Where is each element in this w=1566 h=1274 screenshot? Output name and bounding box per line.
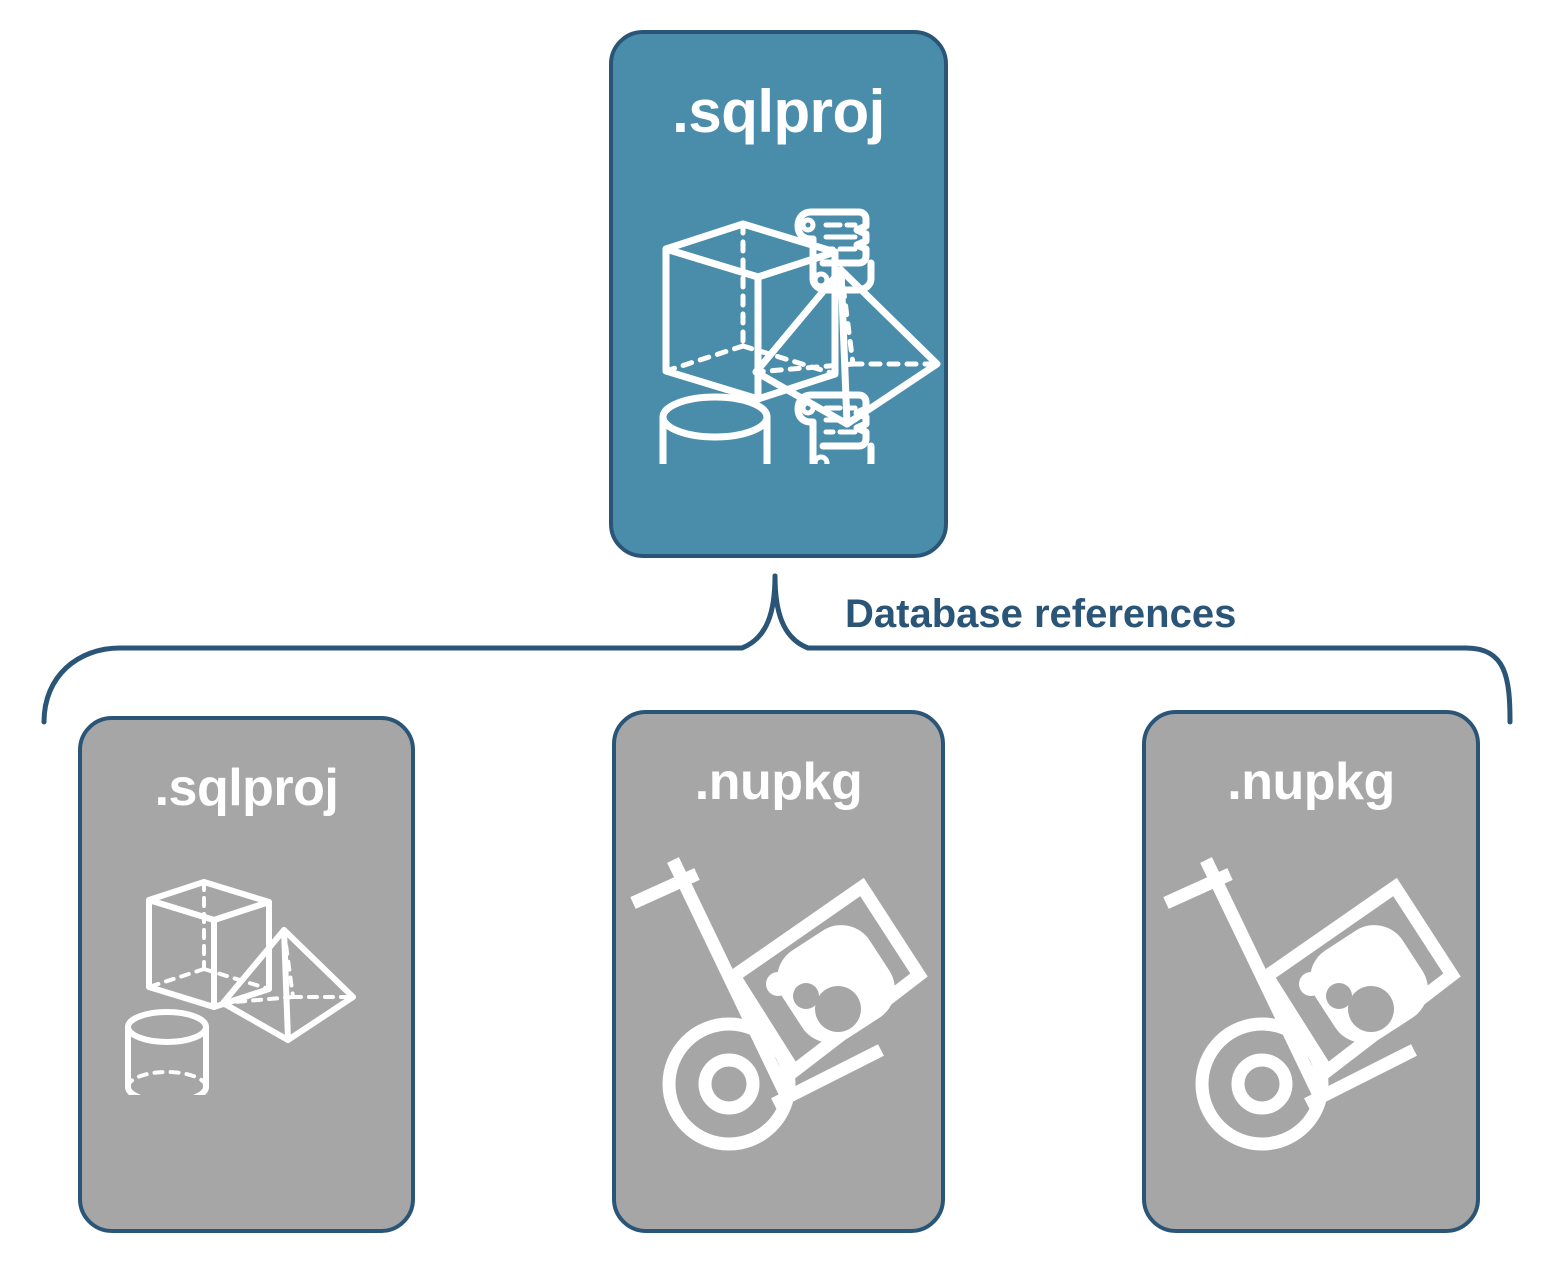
card-child-nupkg-2-artwork xyxy=(1146,844,1476,1164)
card-child-nupkg-1-title: .nupkg xyxy=(694,753,863,811)
card-child-nupkg-1[interactable]: .nupkg xyxy=(612,710,945,1233)
card-root-artwork xyxy=(613,184,944,524)
card-child-sqlproj[interactable]: .sqlproj xyxy=(78,716,415,1233)
card-child-sqlproj-artwork xyxy=(82,855,411,1105)
card-child-nupkg-1-artwork xyxy=(616,844,941,1164)
card-child-sqlproj-title: .sqlproj xyxy=(154,759,339,817)
brace-label: Database references xyxy=(845,592,1237,636)
card-root-sqlproj[interactable]: .sqlproj xyxy=(609,30,948,558)
card-child-nupkg-2-title: .nupkg xyxy=(1227,753,1395,811)
card-root-title: .sqlproj xyxy=(672,78,885,145)
card-child-nupkg-2[interactable]: .nupkg xyxy=(1142,710,1480,1233)
